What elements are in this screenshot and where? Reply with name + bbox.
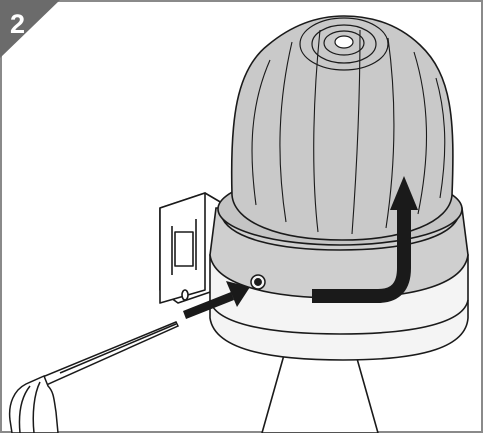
step-number: 2 [10, 9, 26, 39]
step-badge-shape [0, 0, 60, 58]
straight-arrow-icon [183, 281, 250, 319]
beacon-dome [230, 15, 454, 241]
step-badge: 2 [0, 0, 60, 58]
mounting-pole [261, 354, 379, 433]
curved-arrow-up-icon [312, 176, 418, 303]
mounting-bracket [159, 192, 223, 304]
release-screw [250, 274, 266, 290]
screwdriver-icon [8, 321, 180, 433]
